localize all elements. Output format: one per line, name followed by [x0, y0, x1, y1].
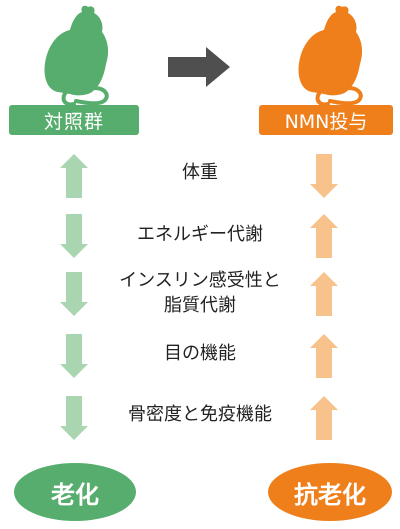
- factor-bone-immune: 骨密度と免疫機能: [128, 404, 272, 425]
- factor-energy-metabolism: エネルギー代謝: [137, 224, 263, 245]
- mouse-icon-nmn: [298, 5, 363, 107]
- arrow-up-icon: [310, 214, 338, 258]
- factor-insulin-lipid: インスリン感受性と 脂質代謝: [119, 270, 281, 316]
- factor-eye-function: 目の機能: [164, 343, 236, 364]
- arrow-up-icon: [310, 272, 338, 316]
- factor-body-weight: 体重: [182, 162, 218, 183]
- arrow-up-icon: [310, 396, 338, 440]
- aging-result-badge: 老化: [14, 463, 136, 521]
- antiaging-result-badge: 抗老化: [268, 463, 392, 521]
- arrow-up-icon: [310, 334, 338, 378]
- arrow-down-icon: [310, 154, 338, 198]
- control-group-label: 対照群: [9, 105, 139, 135]
- arrow-down-icon: [60, 214, 88, 258]
- arrow-down-icon: [60, 334, 88, 378]
- nmn-group-label: NMN投与: [259, 105, 393, 135]
- mouse-icon-control: [44, 5, 109, 107]
- transition-arrow-icon: [168, 47, 230, 87]
- arrow-down-icon: [60, 272, 88, 316]
- arrow-up-icon: [60, 154, 88, 198]
- arrow-down-icon: [60, 396, 88, 440]
